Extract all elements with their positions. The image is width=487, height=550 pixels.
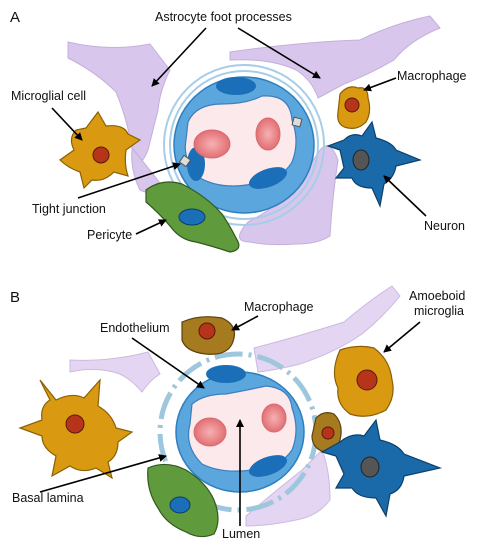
arrow-pericyte xyxy=(135,219,167,235)
tight-junction-a2 xyxy=(178,154,192,168)
label-lumen: Lumen xyxy=(222,527,260,541)
red-blood-cell-b1 xyxy=(193,417,227,447)
astrocyte-left-b xyxy=(69,351,161,393)
pericyte-a xyxy=(145,181,240,253)
amoeboid-microglia-right-b xyxy=(333,345,394,417)
microglial-cell-a xyxy=(59,110,142,190)
label-endothelium: Endothelium xyxy=(100,321,170,335)
label-amoeboid-line1: Amoeboid xyxy=(409,289,465,303)
red-blood-cell-b2 xyxy=(261,403,287,433)
pericyte-b xyxy=(147,463,219,538)
macrophage-b-right-nucleus xyxy=(321,426,335,440)
label-neuron: Neuron xyxy=(424,219,465,233)
macrophage-nucleus-a xyxy=(344,97,360,113)
arrow-amoeboid xyxy=(383,321,421,353)
astrocyte-right-a xyxy=(229,15,441,99)
microglia-nucleus-a xyxy=(92,146,110,164)
arrow-microglial xyxy=(51,107,83,141)
macrophage-b-top xyxy=(181,316,235,355)
tight-junction-a1 xyxy=(291,116,303,128)
endothelial-nucleus-b1 xyxy=(206,365,246,383)
pericyte-b-nucleus xyxy=(169,496,191,514)
macrophage-a xyxy=(337,86,371,129)
amoeboid-microglia-left-b xyxy=(18,378,134,480)
arrow-neuron xyxy=(383,175,427,217)
arrow-astro-right xyxy=(237,27,321,79)
label-macrophage-a: Macrophage xyxy=(397,69,467,83)
outer-membrane-a xyxy=(163,64,325,226)
macrophage-b-right xyxy=(311,412,342,453)
panel-a-letter: A xyxy=(10,9,20,26)
arrow-endothelium xyxy=(131,337,205,389)
label-basal-lamina: Basal lamina xyxy=(12,491,84,505)
endothelial-nucleus-a3 xyxy=(248,167,288,189)
panel-b-letter: B xyxy=(10,289,20,306)
label-macrophage-b: Macrophage xyxy=(244,300,314,314)
red-blood-cell-a2 xyxy=(255,117,281,151)
label-astrocyte-foot-processes: Astrocyte foot processes xyxy=(155,10,292,24)
astrocyte-right-b xyxy=(253,285,401,373)
neuron-b-nucleus xyxy=(360,456,380,478)
inner-membrane-a xyxy=(169,70,319,220)
neuron-b xyxy=(320,418,443,518)
endothelial-nucleus-a1 xyxy=(216,77,256,95)
label-amoeboid-line2: microglia xyxy=(414,304,464,318)
arrow-astro-left xyxy=(151,27,207,87)
panel-a: A xyxy=(10,9,467,253)
endothelial-nucleus-a2 xyxy=(187,147,205,181)
arrow-macrophage-a xyxy=(363,77,397,92)
endothelial-nucleus-b2 xyxy=(248,455,288,477)
macrophage-b-top-nucleus xyxy=(198,322,216,340)
red-blood-cell-a1 xyxy=(193,129,231,159)
panel-b: B xyxy=(10,285,465,541)
arrow-basal-lamina xyxy=(39,454,167,493)
neuron-nucleus-a xyxy=(352,149,370,171)
neuron-a xyxy=(326,120,422,209)
amoeboid-left-nucleus xyxy=(65,414,85,434)
label-microglial-cell: Microglial cell xyxy=(11,89,86,103)
label-pericyte: Pericyte xyxy=(87,228,132,242)
arrow-tight-junction xyxy=(77,162,181,199)
amoeboid-right-nucleus xyxy=(356,369,378,391)
label-tight-junction: Tight junction xyxy=(32,202,106,216)
astrocyte-foot-processes-b xyxy=(69,285,401,527)
pericyte-nucleus-a xyxy=(178,208,206,226)
arrow-macrophage-b xyxy=(231,315,259,331)
